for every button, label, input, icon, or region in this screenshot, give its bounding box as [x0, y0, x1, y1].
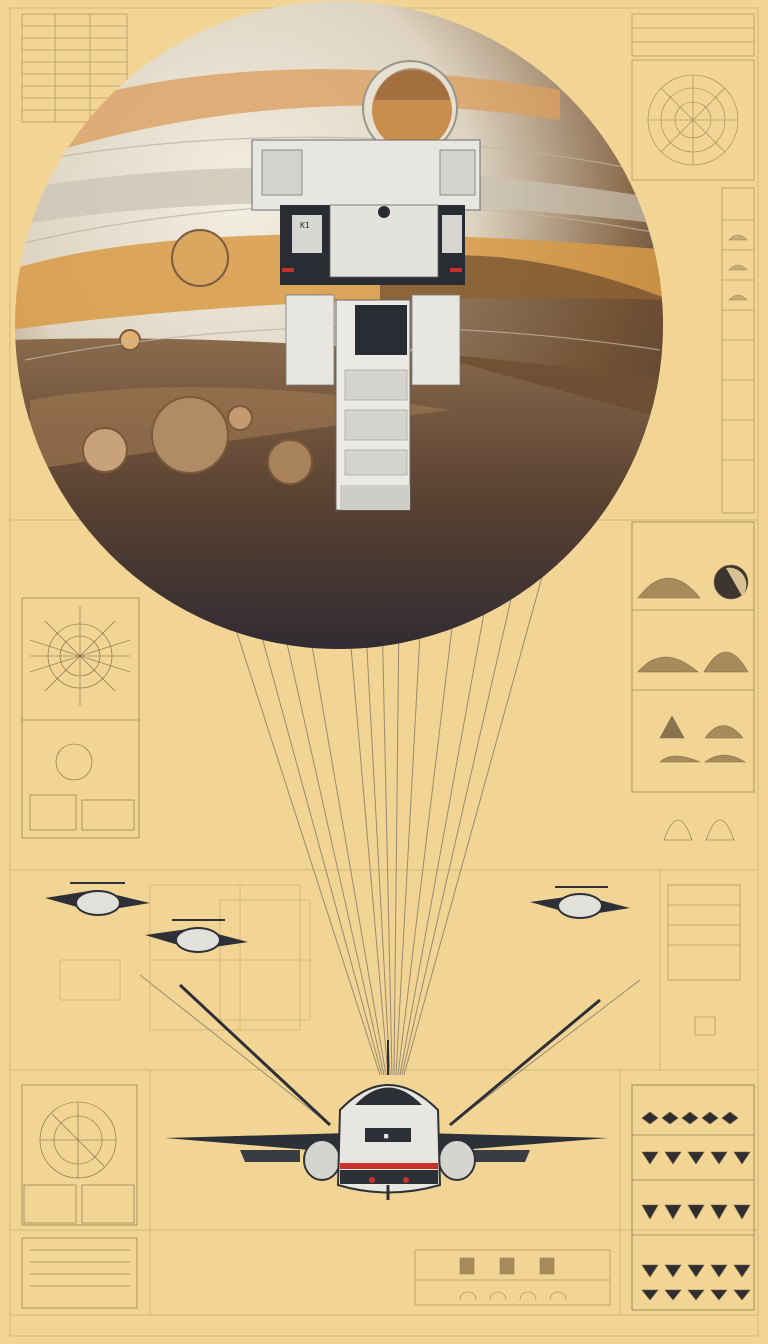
station-module	[251, 139, 481, 511]
panel-bottom-left	[21, 1084, 138, 1309]
panel-compass-left	[21, 597, 140, 839]
station-label: K1	[300, 221, 310, 230]
construction-sketch	[59, 884, 311, 1031]
ship-label: ■	[384, 1132, 389, 1140]
panel-shapes-bottom-right	[631, 1084, 755, 1311]
lander-ship	[165, 983, 608, 1200]
aircraft-right	[530, 886, 630, 919]
aircraft-left-1	[45, 882, 150, 916]
panel-mid-right	[667, 884, 741, 1036]
panel-terrain-right	[631, 521, 755, 841]
panel-bottom-center	[414, 1249, 611, 1306]
panel-right-strip	[721, 187, 755, 514]
aircraft-left-2	[145, 919, 248, 953]
panel-radial-top-right	[631, 13, 755, 181]
